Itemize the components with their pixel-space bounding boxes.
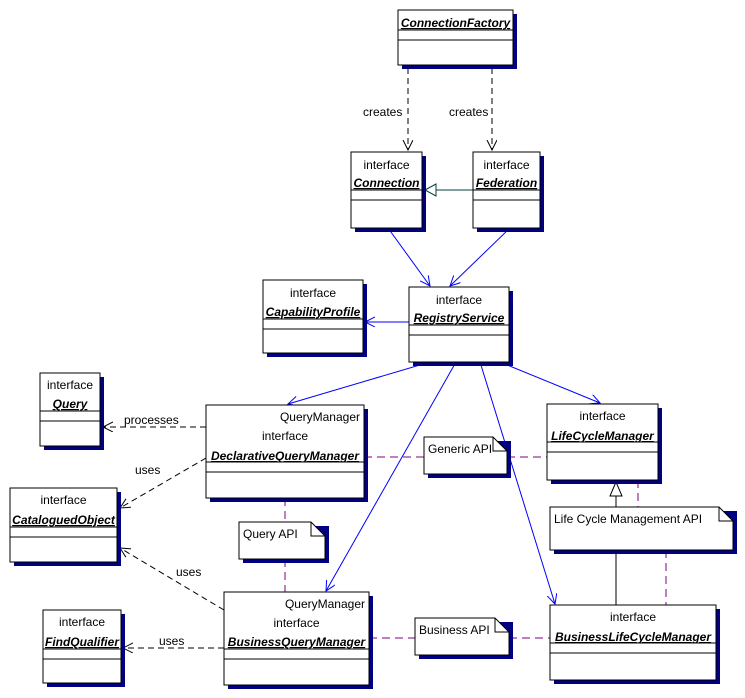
- note-text: Query API: [243, 527, 298, 541]
- note-fold-icon: [718, 507, 733, 522]
- class-name: BusinessLifeCycleManager: [555, 630, 712, 644]
- note-query-api[interactable]: Query API: [238, 521, 329, 563]
- note-shape: [423, 436, 508, 475]
- class-name: CataloguedObject: [12, 513, 116, 527]
- edge-label-processes: processes: [124, 413, 179, 427]
- registry-blcm-association[interactable]: [479, 361, 555, 604]
- class-name: RegistryService: [414, 311, 505, 325]
- note-fold-icon: [492, 437, 507, 452]
- note-fold-icon: [494, 618, 509, 633]
- edge-label-uses-bqm-find: uses: [159, 634, 184, 648]
- edges: [103, 68, 667, 648]
- generalization-triangle-icon: [609, 480, 623, 497]
- class-box: [223, 591, 370, 686]
- parent-name: QueryManager: [285, 597, 365, 611]
- class-connection-factory[interactable]: ConnectionFactory: [397, 9, 517, 69]
- dqm-catalogued-dependency[interactable]: [120, 457, 207, 508]
- class-name: Connection: [354, 176, 420, 190]
- registry-bqm-association[interactable]: [326, 361, 457, 591]
- stereotype-label: interface: [59, 615, 105, 629]
- class-box: [397, 9, 514, 66]
- edge-labels: creates creates processes uses uses uses: [124, 105, 488, 648]
- note-business-api[interactable]: Business API: [414, 617, 513, 659]
- stereotype-label: interface: [579, 409, 625, 423]
- interface-declarative-query-manager[interactable]: QueryManager interfaceDeclarativeQueryMan…: [205, 404, 368, 502]
- note-shape: [238, 521, 326, 560]
- edge-label-creates-connection: creates: [363, 105, 402, 119]
- note-fold-icon: [310, 522, 325, 537]
- class-name: DeclarativeQueryManager: [211, 449, 360, 463]
- note-text: Business API: [419, 623, 490, 637]
- note-generic-api[interactable]: Generic API: [423, 436, 511, 478]
- parent-name: QueryManager: [280, 410, 360, 424]
- class-name: Query: [53, 397, 89, 411]
- edge-label-uses-bqm-catalogued: uses: [176, 565, 201, 579]
- class-name: LifeCycleManager: [551, 429, 655, 443]
- interface-business-query-manager[interactable]: QueryManager interfaceBusinessQueryManage…: [223, 591, 373, 689]
- stereotype-label: interface: [610, 610, 656, 624]
- note-shape: [414, 617, 510, 656]
- generalization-triangle-icon: [423, 183, 437, 197]
- class-box: [42, 609, 122, 684]
- stereotype-label: interface: [273, 616, 319, 630]
- stereotype-label: interface: [363, 158, 409, 172]
- class-name: CapabilityProfile: [266, 305, 361, 319]
- class-box: [205, 404, 365, 499]
- note-life-cycle-management-api[interactable]: Life Cycle Management API: [549, 506, 737, 554]
- stereotype-label: interface: [483, 158, 529, 172]
- registry-dqm-association[interactable]: [288, 361, 431, 404]
- edge-label-uses-dqm: uses: [135, 463, 160, 477]
- boxes: ConnectionFactoryinterfaceConnectioninte…: [9, 9, 737, 689]
- class-name: Federation: [476, 176, 537, 190]
- edge-label-creates-federation: creates: [449, 105, 488, 119]
- class-name: BusinessQueryManager: [228, 635, 367, 649]
- stereotype-label: interface: [290, 286, 336, 300]
- registry-lcm-association[interactable]: [499, 361, 600, 403]
- note-text: Life Cycle Management API: [554, 512, 702, 526]
- stereotype-label: interface: [262, 429, 308, 443]
- class-box: [262, 279, 364, 354]
- stereotype-label: interface: [47, 378, 93, 392]
- connection-registry-association[interactable]: [387, 227, 430, 286]
- stereotype-label: interface: [40, 493, 86, 507]
- federation-registry-association[interactable]: [450, 227, 511, 286]
- class-name: FindQualifier: [45, 635, 120, 649]
- class-name: ConnectionFactory: [401, 16, 512, 30]
- note-shape: [549, 506, 734, 551]
- stereotype-label: interface: [436, 293, 482, 307]
- class-box: [39, 372, 101, 447]
- note-text: Generic API: [428, 442, 492, 456]
- class-box: [9, 487, 118, 563]
- bqm-catalogued-dependency[interactable]: [120, 548, 225, 611]
